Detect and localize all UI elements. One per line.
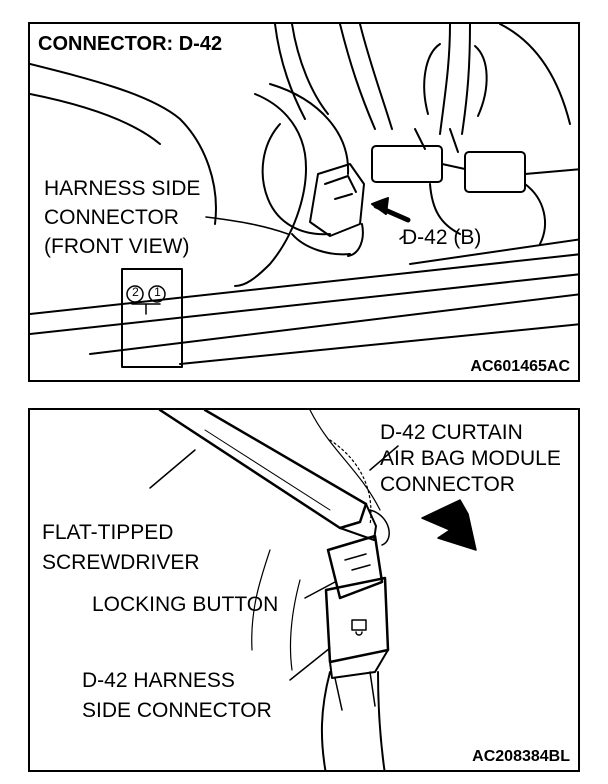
harness-connector-label-line-1: D-42 HARNESS xyxy=(82,669,235,692)
harness-side-label-line-3: (FRONT VIEW) xyxy=(44,235,190,258)
pin-number-1: 1 xyxy=(154,285,161,299)
pin-number-2: 2 xyxy=(132,285,139,299)
screwdriver-label-line-2: SCREWDRIVER xyxy=(42,551,200,574)
connector-location-panel: CONNECTOR: D-42 HARNESS SIDE CONNECTOR (… xyxy=(28,22,580,382)
harness-side-label-line-1: HARNESS SIDE xyxy=(44,177,201,200)
connector-d42b-label: D-42 (B) xyxy=(402,226,482,249)
curtain-airbag-label-line-3: CONNECTOR xyxy=(380,473,515,496)
connector-title: CONNECTOR: D-42 xyxy=(38,33,223,55)
disconnect-procedure-panel: D-42 CURTAIN AIR BAG MODULE CONNECTOR FL… xyxy=(28,408,580,772)
vehicle-interior-illustration xyxy=(30,24,578,368)
figure-code-bottom: AC208384BL xyxy=(472,748,570,765)
screwdriver-connector-illustration xyxy=(149,410,477,770)
curtain-airbag-label-line-1: D-42 CURTAIN xyxy=(380,421,523,444)
harness-side-label-line-2: CONNECTOR xyxy=(44,206,179,229)
locking-button-label: LOCKING BUTTON xyxy=(92,593,279,616)
curtain-airbag-label-line-2: AIR BAG MODULE xyxy=(380,447,561,470)
harness-connector-label-line-2: SIDE CONNECTOR xyxy=(82,699,272,722)
figure-code-top: AC601465AC xyxy=(470,358,570,375)
screwdriver-label-line-1: FLAT-TIPPED xyxy=(42,521,174,544)
